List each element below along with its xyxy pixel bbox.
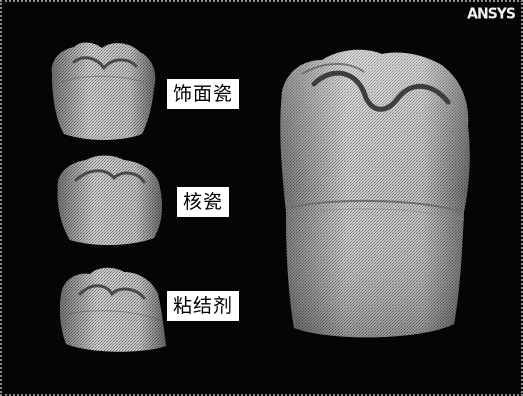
core-porcelain-model xyxy=(58,156,163,246)
assembled-tooth-model xyxy=(280,50,469,338)
core-porcelain-label: 核瓷 xyxy=(177,187,229,217)
veneer-porcelain-model xyxy=(52,43,155,140)
ansys-logo: ANSYS xyxy=(467,5,515,23)
cement-layer-model xyxy=(60,268,166,352)
cement-label: 粘结剂 xyxy=(167,291,239,321)
veneer-porcelain-label: 饰面瓷 xyxy=(167,79,239,109)
